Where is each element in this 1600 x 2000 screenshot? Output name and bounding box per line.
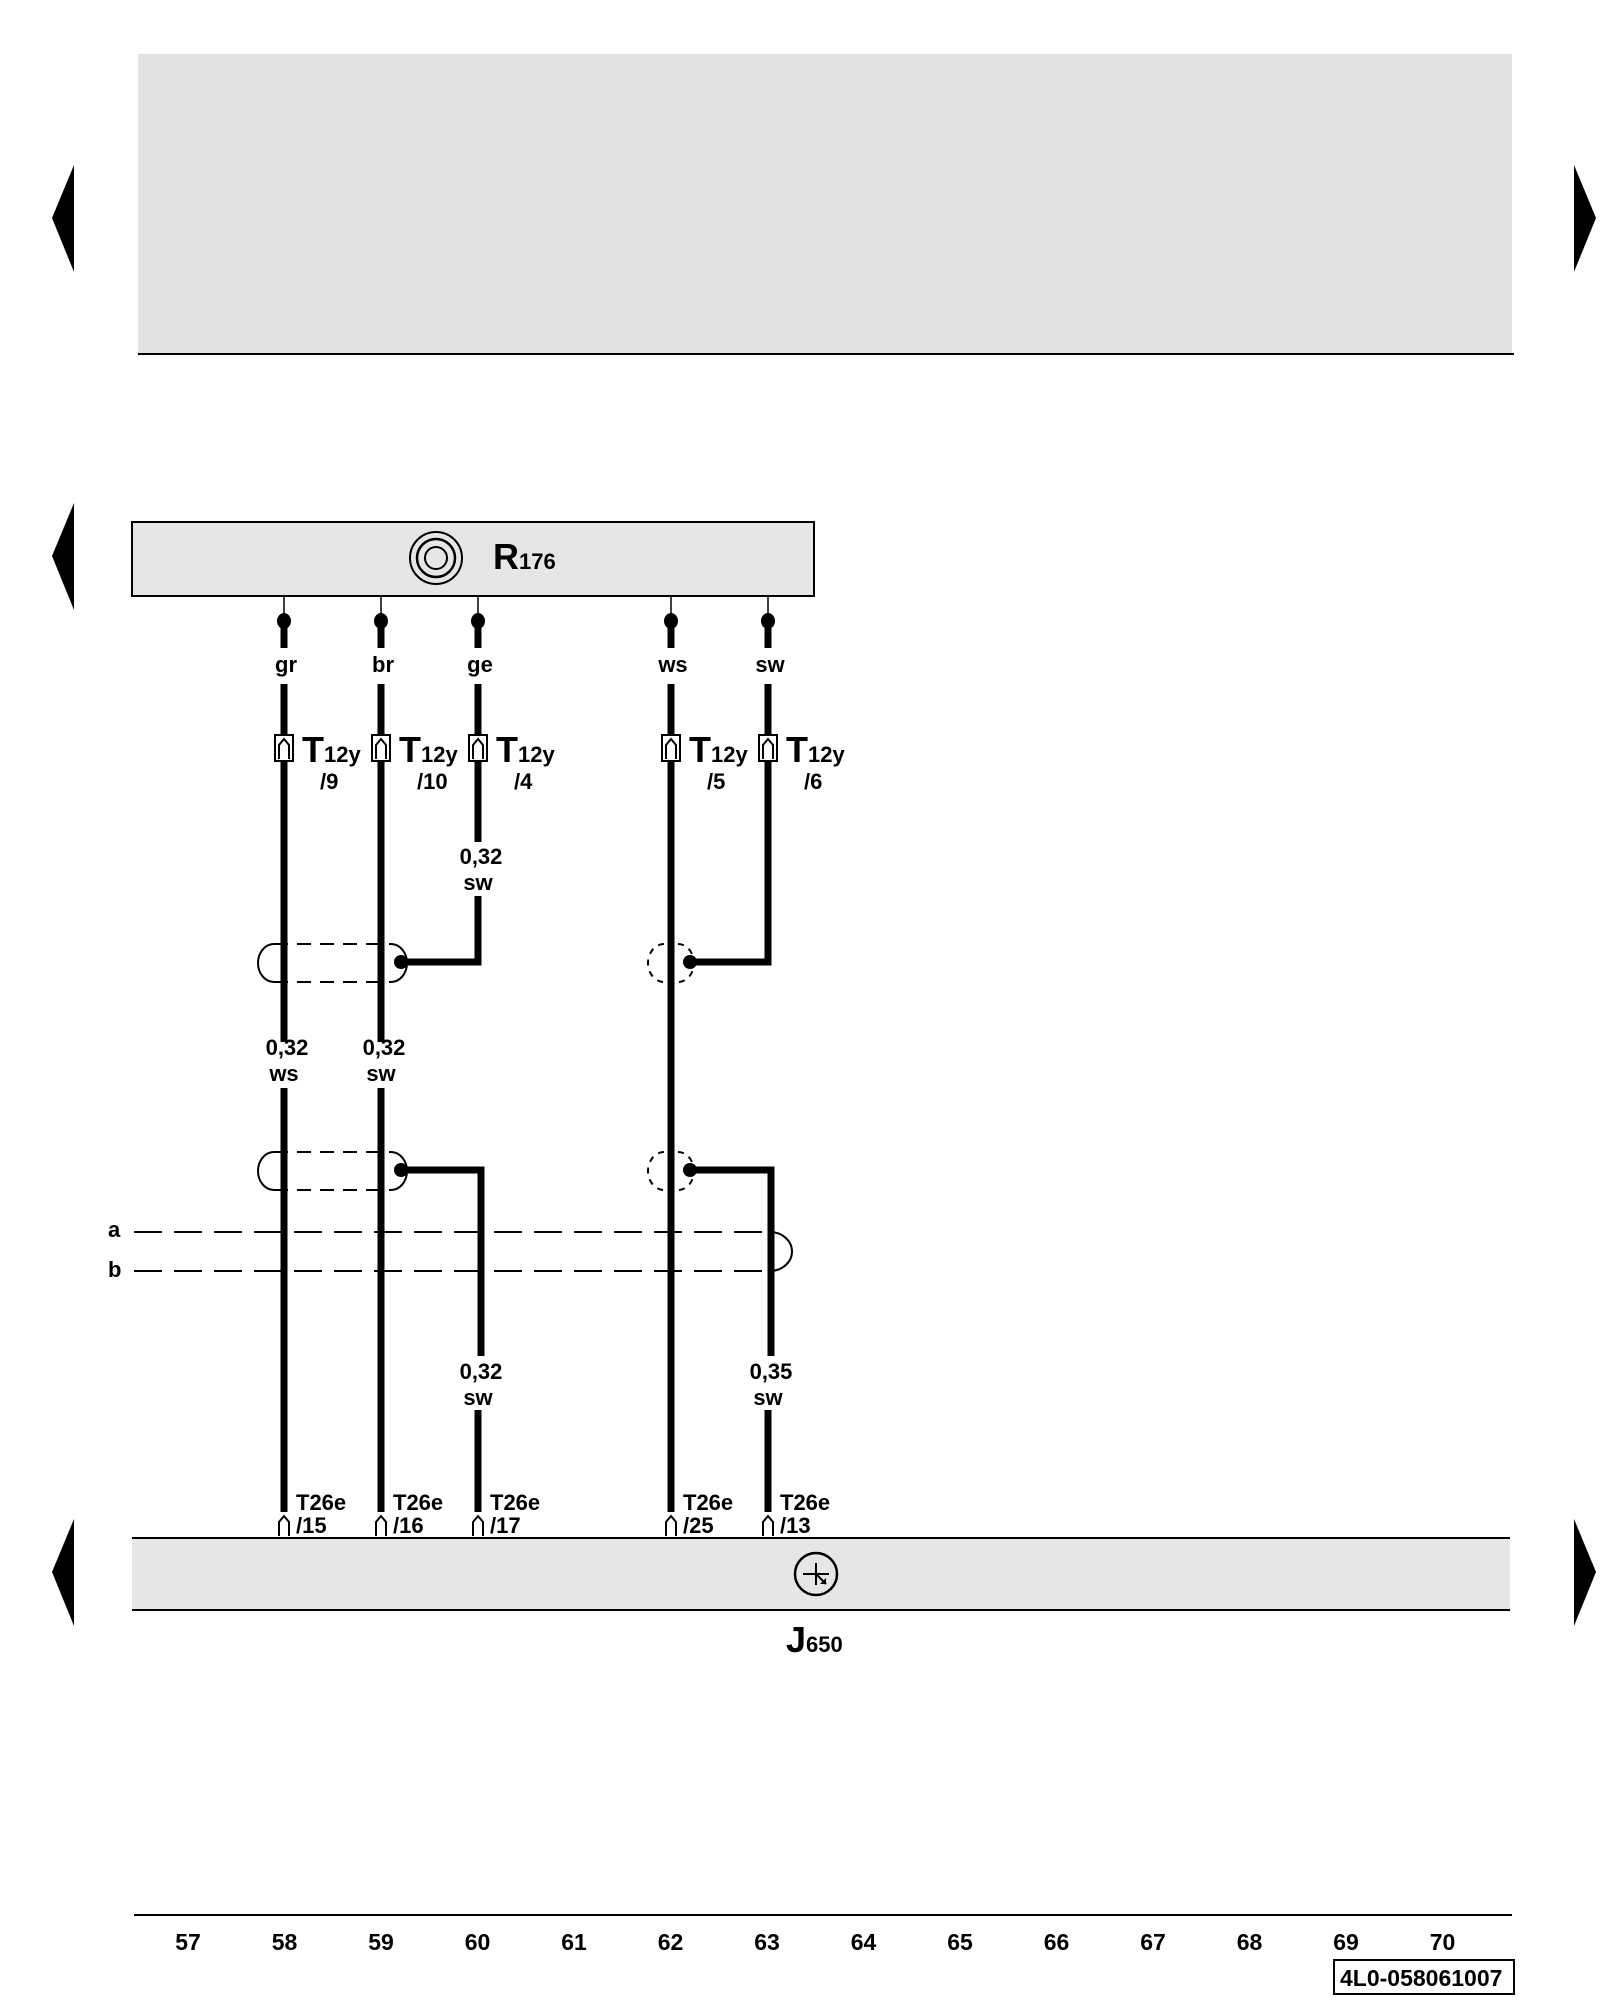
- nav-left-arrow-bottom[interactable]: [52, 1519, 74, 1626]
- svg-text:T12y: T12y: [496, 729, 555, 770]
- component-r176-name: R: [493, 536, 519, 577]
- component-j650-sub: 650: [806, 1632, 843, 1657]
- wire-5-lower-gauge: 0,35: [750, 1359, 793, 1384]
- t26e-pin-2: /16: [393, 1513, 424, 1538]
- column-number: 66: [1044, 1929, 1070, 1955]
- column-number: 63: [754, 1929, 780, 1955]
- bottom-connector-labels: T26e /15 T26e /16 T26e /17 T26e /25 T26e…: [296, 1490, 830, 1538]
- t12y-sub-1: 12y: [324, 742, 361, 767]
- wire-3: [401, 620, 485, 1512]
- shield-label-a: a: [108, 1217, 121, 1242]
- wire-end-dots: [277, 613, 775, 1177]
- column-number: 68: [1237, 1929, 1263, 1955]
- nav-right-arrow-top[interactable]: [1574, 165, 1596, 272]
- t12y-pin-2: /10: [417, 769, 448, 794]
- top-connector-symbols: [274, 734, 778, 762]
- wire-4-color: ws: [657, 652, 687, 677]
- column-number: 64: [851, 1929, 877, 1955]
- nav-right-arrow-bottom[interactable]: [1574, 1519, 1596, 1626]
- top-connector-labels: T12y /9 T12y /10 T12y /4 T12y /5 T12y /6: [302, 729, 845, 794]
- svg-text:J650: J650: [786, 1619, 843, 1660]
- svg-text:T12y: T12y: [302, 729, 361, 770]
- t12y-pin-1: /9: [320, 769, 338, 794]
- t26e-pin-4: /25: [683, 1513, 714, 1538]
- t26e-name-3: T26e: [490, 1490, 540, 1515]
- header-panel: [138, 54, 1512, 354]
- column-number: 65: [947, 1929, 973, 1955]
- t26e-pin-5: /13: [780, 1513, 811, 1538]
- column-number: 62: [658, 1929, 684, 1955]
- t12y-sub-4: 12y: [711, 742, 748, 767]
- t26e-pin-1: /15: [296, 1513, 327, 1538]
- wire-3-lower-gauge: 0,32: [460, 1359, 503, 1384]
- bottom-connector-pins: [278, 1514, 774, 1536]
- wire-5-lower-color: sw: [753, 1385, 783, 1410]
- t26e-name-5: T26e: [780, 1490, 830, 1515]
- t12y-pin-4: /5: [707, 769, 725, 794]
- column-number: 57: [175, 1929, 201, 1955]
- svg-text:T12y: T12y: [399, 729, 458, 770]
- wire-3-upper-color: sw: [463, 870, 493, 895]
- speaker-icon: [409, 531, 463, 585]
- t12y-sub-5: 12y: [808, 742, 845, 767]
- t26e-pin-3: /17: [490, 1513, 521, 1538]
- svg-text:R176: R176: [493, 536, 556, 577]
- t12y-name-2: T: [399, 729, 421, 770]
- column-number: 70: [1430, 1929, 1456, 1955]
- component-r176: R176: [131, 521, 815, 597]
- component-j650: J650: [132, 1537, 1510, 1660]
- wire-1-spec-color: ws: [268, 1061, 298, 1086]
- doc-number-box: 4L0-058061007: [1333, 1959, 1515, 1995]
- shield-symbols: [134, 943, 793, 1272]
- shield-label-b: b: [108, 1257, 121, 1282]
- svg-text:T12y: T12y: [689, 729, 748, 770]
- component-j650-name: J: [786, 1619, 806, 1660]
- column-number: 61: [561, 1929, 587, 1955]
- nav-left-arrow-middle[interactable]: [52, 503, 74, 610]
- wire-5-color: sw: [755, 652, 785, 677]
- t26e-name-1: T26e: [296, 1490, 346, 1515]
- svg-text:T12y: T12y: [786, 729, 845, 770]
- component-r176-sub: 176: [519, 549, 556, 574]
- t12y-name-5: T: [786, 729, 808, 770]
- t12y-sub-3: 12y: [518, 742, 555, 767]
- doc-number: 4L0-058061007: [1340, 1965, 1502, 1991]
- column-number: 59: [368, 1929, 394, 1955]
- wire-2-spec-color: sw: [366, 1061, 396, 1086]
- column-number: 60: [465, 1929, 491, 1955]
- wire-5: [690, 620, 775, 1512]
- wire-3-lower-color: sw: [463, 1385, 493, 1410]
- t12y-sub-2: 12y: [421, 742, 458, 767]
- wire-2-gauge: 0,32: [363, 1035, 406, 1060]
- wire-3-upper-gauge: 0,32: [460, 844, 503, 869]
- t12y-name-1: T: [302, 729, 324, 770]
- column-numbers: 57 58 59 60 61 62 63 64 65 66 67 68 69 70: [175, 1929, 1455, 1955]
- t26e-name-2: T26e: [393, 1490, 443, 1515]
- t12y-name-3: T: [496, 729, 518, 770]
- t12y-pin-3: /4: [514, 769, 533, 794]
- t26e-name-4: T26e: [683, 1490, 733, 1515]
- wire-1-color: gr: [275, 652, 297, 677]
- wire-3-color: ge: [467, 652, 493, 677]
- control-unit-icon: [793, 1551, 839, 1597]
- wire-1-gauge: 0,32: [266, 1035, 309, 1060]
- column-number: 58: [272, 1929, 298, 1955]
- t12y-name-4: T: [689, 729, 711, 770]
- nav-left-arrow-top[interactable]: [52, 165, 74, 272]
- t12y-pin-5: /6: [804, 769, 822, 794]
- column-number: 69: [1333, 1929, 1359, 1955]
- wire-2-color: br: [372, 652, 394, 677]
- column-number: 67: [1140, 1929, 1166, 1955]
